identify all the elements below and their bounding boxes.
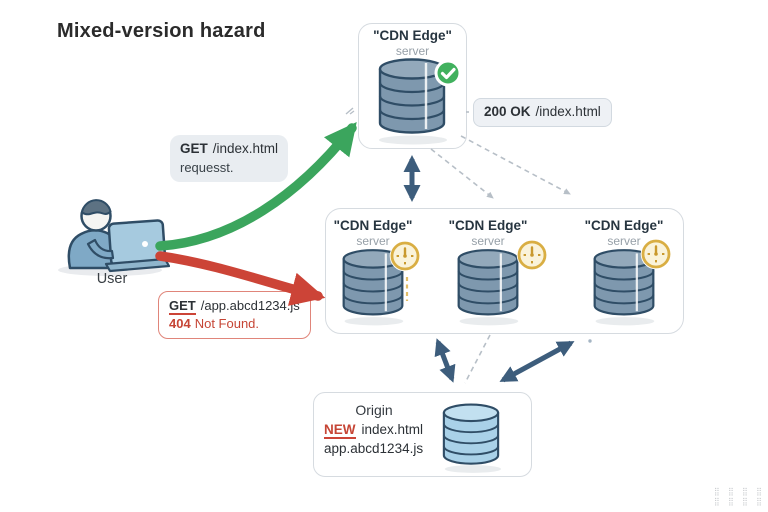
- request-path: /app.abcd1234.js: [200, 298, 300, 313]
- clock-icon: [640, 238, 672, 270]
- node-name: "CDN Edge": [584, 218, 664, 233]
- clock-icon: [516, 239, 548, 271]
- node-role: server: [471, 234, 505, 248]
- edge-server-3: "CDN Edge" server: [578, 214, 670, 326]
- request-path: /index.html: [212, 141, 279, 156]
- request-chip: GET/index.html requesst.: [170, 135, 289, 183]
- database-icon: [593, 249, 655, 326]
- origin-file-new: index.html: [361, 422, 424, 437]
- status-code: 200 OK: [484, 104, 531, 119]
- edge-server-2: "CDN Edge" server: [442, 214, 534, 326]
- database-icon: [457, 249, 519, 326]
- sync-arrow-origin-right: [499, 340, 575, 383]
- propagation-dashed-1: [430, 148, 494, 199]
- node-role: server: [395, 44, 430, 58]
- check-icon: [434, 59, 462, 87]
- request-method: GET: [180, 141, 208, 156]
- clock-icon: [389, 240, 421, 272]
- request-fail-arrow: [155, 251, 326, 306]
- new-tag: NEW: [324, 422, 356, 439]
- small-dot: [588, 339, 592, 343]
- error-code: 404: [169, 316, 191, 332]
- node-role: server: [356, 234, 390, 248]
- page-title: Mixed-version hazard: [57, 20, 266, 42]
- laptop-user-icon: [58, 199, 170, 276]
- node-name: "CDN Edge": [333, 218, 413, 233]
- database-icon: [442, 403, 502, 473]
- status-path: /index.html: [535, 104, 601, 119]
- watermark: ⣿ ⣿ ⣿ ⣿ ⣿ ⣿ ⣿ ⣿: [713, 487, 765, 506]
- origin-file-hashed: app.abcd1234.js: [324, 441, 424, 456]
- propagation-dashed-2: [460, 135, 571, 195]
- small-mark: [345, 107, 355, 115]
- origin-title: Origin: [355, 402, 393, 418]
- propagation-dashed-3: [464, 334, 491, 384]
- origin-node: Origin NEW index.html app.abcd1234.js: [313, 392, 532, 477]
- cdn-edge-group: "CDN Edge" server "CDN Edge" server: [325, 208, 684, 334]
- node-name: "CDN Edge": [373, 28, 452, 43]
- user-label: User: [96, 271, 128, 287]
- database-icon: [378, 58, 447, 145]
- node-name: "CDN Edge": [448, 218, 528, 233]
- sync-arrow-origin-left: [434, 338, 456, 383]
- node-role: server: [607, 234, 641, 248]
- error-text: Not Found.: [194, 316, 260, 332]
- request-method: GET: [169, 298, 196, 315]
- cdn-edge-top-node: "CDN Edge" server: [358, 23, 467, 149]
- response-chip: 200 OK/index.html: [473, 98, 612, 127]
- request-note: requesst.: [180, 159, 234, 175]
